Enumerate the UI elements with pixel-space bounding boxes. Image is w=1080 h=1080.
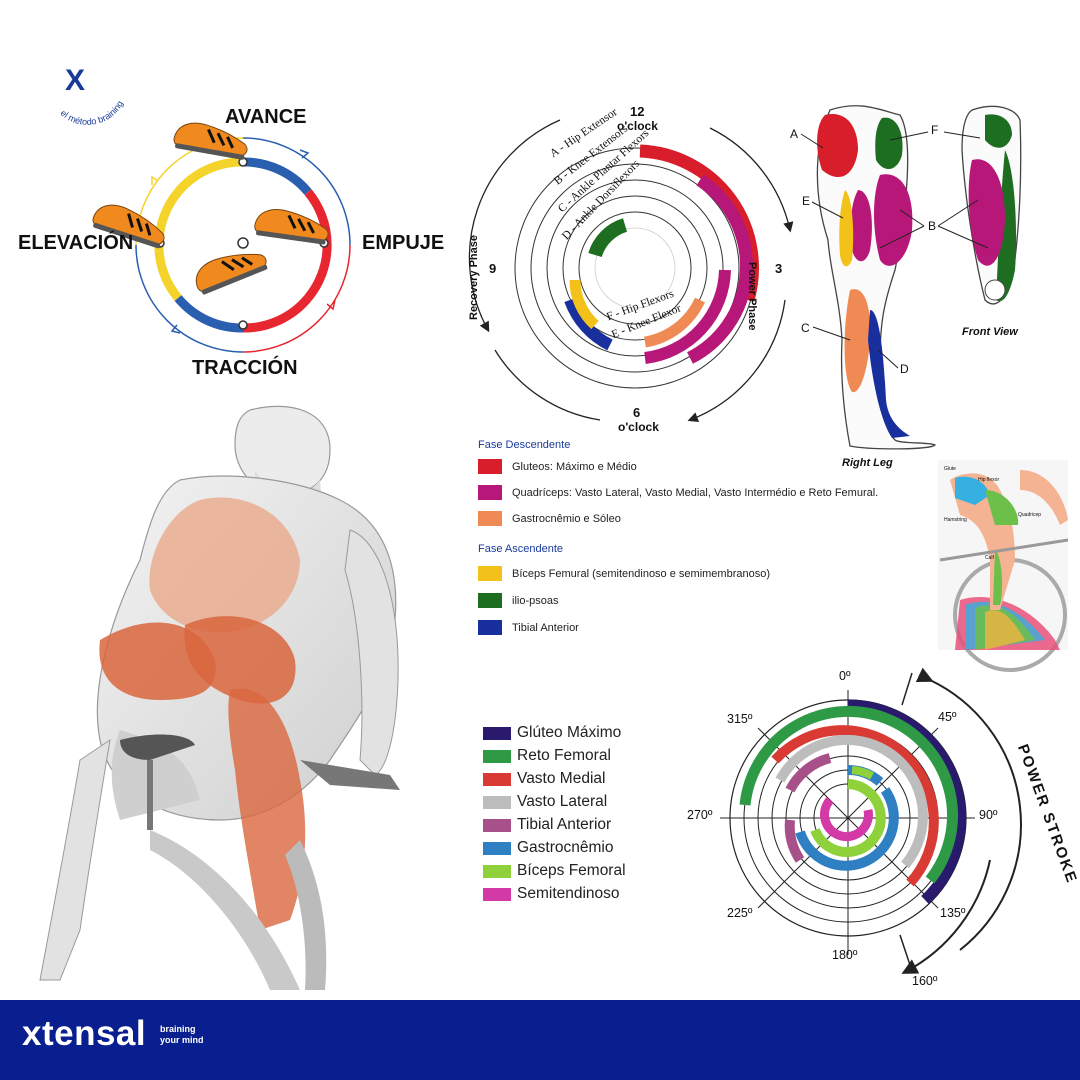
clock-phase-diagram <box>468 119 794 423</box>
cycle-label-bottom: TRACCIÓN <box>192 357 298 379</box>
front-view-caption: Front View <box>962 326 1018 338</box>
recovery-phase-label: Recovery Phase <box>468 235 480 320</box>
muscle-legend-item: Tibial Anterior <box>483 816 611 834</box>
clock-label-12: 12 <box>630 104 645 119</box>
legend-item: Tibial Anterior <box>478 620 579 635</box>
legend-item: Bíceps Femural (semitendinoso e semimemb… <box>478 566 770 581</box>
cycle-label-top: AVANCE <box>225 106 307 128</box>
legend-label: Bíceps Femoral <box>517 862 626 879</box>
angle-label: 225º <box>727 906 753 920</box>
leg-label-c: C <box>801 321 810 335</box>
legend-item: Gluteos: Máximo e Médio <box>478 459 637 474</box>
legend-descending-title: Fase Descendente <box>478 439 571 451</box>
legend-label: Gastrocnêmio e Sóleo <box>512 512 621 525</box>
legend-swatch <box>483 864 511 878</box>
shoe-icon <box>254 209 329 245</box>
angle-label: 0º <box>839 669 851 683</box>
legend-swatch <box>483 726 511 740</box>
leg-label-a: A <box>790 127 799 141</box>
muscle-legend-item: Vasto Lateral <box>483 793 607 811</box>
angle-label: 45º <box>938 710 957 724</box>
legend-label: Gluteos: Máximo e Médio <box>512 460 637 473</box>
cycle-label-left: ELEVACIÓN <box>18 232 134 254</box>
clock-label-6: 6 <box>633 405 641 420</box>
legend-label: Semitendinoso <box>517 885 620 902</box>
angle-label: 270º <box>687 808 713 822</box>
angle-label: 180º <box>832 948 858 962</box>
legend-item: Quadríceps: Vasto Lateral, Vasto Medial,… <box>478 485 878 500</box>
legend-swatch <box>483 818 511 832</box>
leg-label-b: B <box>928 219 937 233</box>
legend-swatch <box>478 620 502 635</box>
shoe-icon <box>92 204 165 249</box>
legend-swatch <box>483 887 511 901</box>
footer-tagline-line1: braining <box>160 1024 196 1034</box>
footer-brand-name: xtensal <box>22 1014 147 1053</box>
brand-footer: xtensal braining your mind <box>0 1000 1080 1080</box>
legend-label: Tibial Anterior <box>512 621 579 634</box>
muscle-legend-item: Vasto Medial <box>483 770 605 788</box>
right-leg-caption: Right Leg <box>842 457 893 469</box>
leg-label-d: D <box>900 362 909 376</box>
polar-muscle-chart <box>720 667 1022 974</box>
mini-label-hip-flexor: Hip flexor <box>978 477 1000 483</box>
legend-label: Bíceps Femural (semitendinoso e semimemb… <box>512 567 770 580</box>
clock-label-6-sub: o'clock <box>618 420 659 434</box>
angle-label: 90º <box>979 808 998 822</box>
muscle-legend-item: Reto Femoral <box>483 747 611 765</box>
power-phase-label: Power Phase <box>746 262 758 331</box>
legend-swatch <box>483 841 511 855</box>
legend-label: ilio-psoas <box>512 594 559 607</box>
clock-label-12-sub: o'clock <box>617 119 658 133</box>
footer-tagline-line2: your mind <box>160 1035 204 1045</box>
legend-swatch <box>483 749 511 763</box>
angle-label: 315º <box>727 712 753 726</box>
leg-anatomy-figure <box>800 105 1022 450</box>
legend-swatch <box>478 593 502 608</box>
cyclist-muscle-illustration <box>39 405 400 990</box>
clock-label-3: 3 <box>775 261 783 276</box>
legend-swatch <box>478 511 502 526</box>
legend-label: Vasto Medial <box>517 770 606 787</box>
muscle-legend-item: Semitendinoso <box>483 885 620 903</box>
legend-ascending-title: Fase Ascendente <box>478 543 564 555</box>
pedal-cycle-diagram <box>92 122 351 353</box>
clock-label-9: 9 <box>489 261 497 276</box>
mini-label-glute: Glute <box>944 466 956 472</box>
mini-bike-illustration <box>938 460 1069 672</box>
mini-label-quadricep: Quadricep <box>1018 512 1042 518</box>
mini-label-calf: Calf <box>985 555 994 561</box>
shoe-icon <box>173 122 248 160</box>
legend-label: Vasto Lateral <box>517 793 608 810</box>
leg-label-f: F <box>931 123 939 137</box>
legend-label: Tibial Anterior <box>517 816 612 833</box>
brand-logo: X el método braining <box>59 64 125 127</box>
angle-label: 135º <box>940 906 966 920</box>
legend-label: Reto Femoral <box>517 747 611 764</box>
legend-swatch <box>478 459 502 474</box>
muscle-legend-item: Gastrocnêmio <box>483 839 613 857</box>
infographic-canvas: X el método braining <box>39 64 1069 990</box>
angle-label: 160º <box>912 974 938 988</box>
legend-item: Gastrocnêmio e Sóleo <box>478 511 621 526</box>
legend-swatch <box>483 772 511 786</box>
legend-label: Gastrocnêmio <box>517 839 614 856</box>
legend-swatch <box>483 795 511 809</box>
cycle-label-right: EMPUJE <box>362 232 445 254</box>
shoe-icon <box>195 253 268 295</box>
logo-tagline: el método braining <box>59 99 125 127</box>
logo-mark: X <box>65 64 85 97</box>
legend-label: Quadríceps: Vasto Lateral, Vasto Medial,… <box>512 486 879 499</box>
legend-label: Glúteo Máximo <box>517 724 622 741</box>
footer-tagline: braining your mind <box>160 1024 204 1046</box>
legend-item: ilio-psoas <box>478 593 558 608</box>
mini-label-hamstring: Hamstring <box>944 517 967 523</box>
leg-label-e: E <box>802 194 811 208</box>
legend-swatch <box>478 485 502 500</box>
muscle-legend-item: Glúteo Máximo <box>483 724 621 742</box>
muscle-legend-item: Bíceps Femoral <box>483 862 626 880</box>
legend-swatch <box>478 566 502 581</box>
